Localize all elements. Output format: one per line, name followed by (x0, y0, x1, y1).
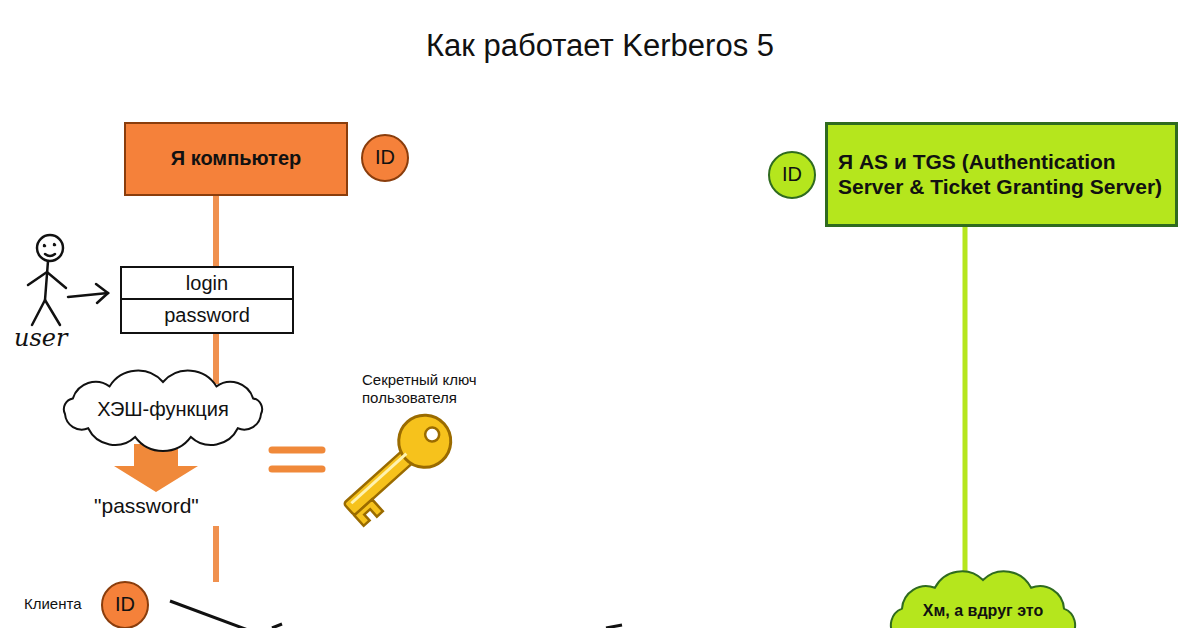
node-text: login (186, 272, 228, 296)
password-field: password (120, 298, 294, 334)
node-text: ID (115, 593, 135, 617)
node-text: ХЭШ-функция (97, 398, 229, 422)
node-text: Хм, а вдруг это (923, 602, 1043, 621)
key-label: Секретный ключ пользователя (362, 371, 490, 407)
client-label: Клиента (24, 595, 104, 613)
equals-sign (272, 450, 322, 469)
circle-shape (769, 152, 815, 198)
key-icon (332, 405, 462, 529)
user-arrow (68, 284, 108, 303)
node-text: password (164, 304, 250, 328)
computer-box: Я компьютер (124, 122, 348, 196)
node-text: ID (375, 146, 395, 170)
black-line (606, 625, 622, 628)
cloud-shape (891, 571, 1075, 628)
connector-line (213, 334, 219, 384)
hash-cloud: ХЭШ-функция (58, 376, 268, 444)
circle-shape (102, 582, 148, 628)
cloud-outline (888, 574, 1078, 628)
server-box: Я AS и TGS (Authentication Server & Tick… (825, 122, 1178, 227)
id-circle: ID (100, 580, 150, 628)
user-label: user (14, 324, 104, 353)
login-field: login (120, 266, 294, 302)
hash-output: "password" (94, 493, 234, 518)
orange-line (213, 526, 219, 582)
black-line (272, 624, 282, 628)
stick-figure (28, 235, 66, 325)
node-text: ID (782, 163, 802, 187)
cloud-shape (64, 371, 262, 451)
node-text: Я компьютер (171, 147, 302, 171)
connector-line (213, 196, 219, 266)
diagram-title: Как работает Kerberos 5 (0, 28, 1200, 64)
id-circle: ID (360, 133, 410, 183)
circle-shape (362, 135, 408, 181)
node-text: Я AS и TGS (Authentication Server & Tick… (838, 150, 1165, 200)
black-line (170, 601, 248, 628)
thought-cloud: Хм, а вдруг это (888, 574, 1078, 628)
id-circle: ID (767, 150, 817, 200)
connector-line (963, 227, 968, 588)
